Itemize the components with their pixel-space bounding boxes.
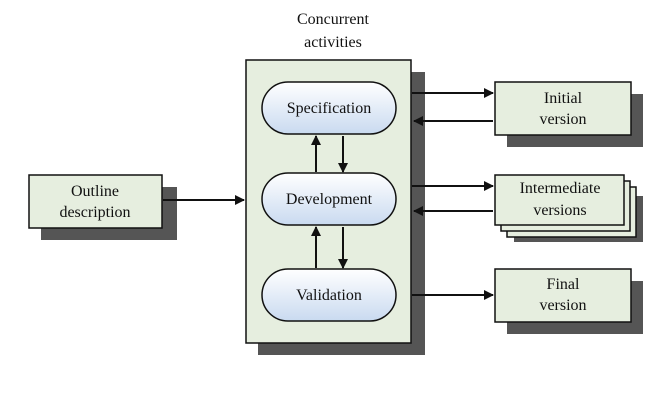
outline-box (28, 174, 163, 229)
initial-version-box: Initial version (494, 81, 643, 147)
final-line2: version (539, 297, 586, 314)
initial-line2: version (539, 111, 586, 128)
validation-label: Validation (296, 287, 362, 304)
development-activity: Development (261, 172, 397, 226)
intermediate-versions-box: Intermediate versions (494, 174, 643, 242)
development-label: Development (286, 191, 373, 208)
title-line1: Concurrent (297, 11, 370, 28)
specification-label: Specification (287, 100, 371, 117)
development-pill (261, 172, 397, 226)
final-line1: Final (547, 276, 580, 293)
intermediate-line1: Intermediate (520, 180, 601, 197)
final-version-box: Final version (494, 268, 643, 334)
specification-activity: Specification (261, 81, 397, 135)
initial-box (494, 81, 632, 136)
validation-activity: Validation (261, 268, 397, 322)
intermediate-line2: versions (533, 202, 586, 219)
title-line2: activities (304, 34, 362, 51)
final-box (494, 268, 632, 323)
outline-line2: description (59, 204, 130, 221)
validation-pill (261, 268, 397, 322)
intermediate-stack-front (494, 174, 625, 226)
specification-pill (261, 81, 397, 135)
outline-description-box: Outline description (28, 174, 177, 240)
initial-line1: Initial (544, 90, 583, 107)
outline-line1: Outline (71, 183, 119, 200)
